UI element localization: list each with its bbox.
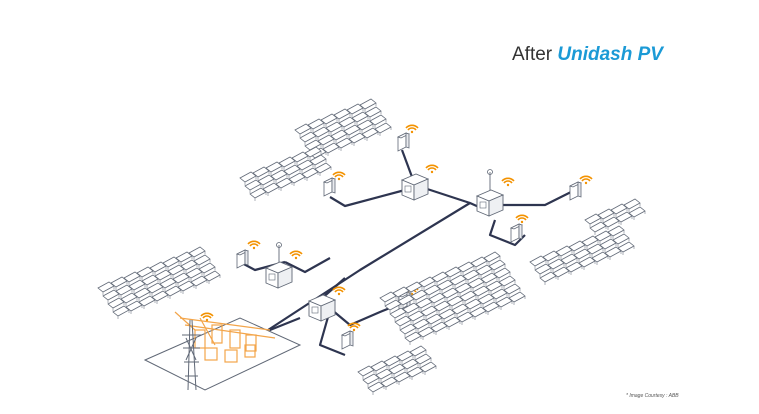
device-lower-left: [341, 322, 361, 350]
solar-array-right: [529, 225, 635, 286]
solar-panel: [314, 162, 332, 177]
inverter-cabinet-upper: [401, 164, 439, 201]
upper-cabinet-to-device: [329, 188, 406, 208]
wifi-icon: [289, 250, 303, 261]
image-courtesy-note: * Image Courtesy : ABB: [626, 393, 679, 399]
solar-panel: [374, 122, 392, 137]
device-left: [236, 240, 261, 269]
right-branch-line: [495, 189, 576, 207]
solar-panel: [617, 241, 635, 256]
brand-name: Unidash PV: [557, 44, 663, 65]
weather-station-icon: [487, 169, 493, 175]
device-top: [397, 124, 419, 152]
lower-left-branch: [318, 309, 346, 357]
wifi-icon: [347, 322, 361, 333]
solar-panel: [508, 291, 526, 306]
substation-link: [264, 316, 301, 334]
substation-wifi-icon: [200, 312, 214, 323]
wifi-icon: [515, 214, 529, 224]
solar-array-lower: [379, 251, 526, 346]
device-upper-left: [323, 171, 346, 197]
inverter-cabinet-right: [476, 169, 515, 217]
wifi-icon: [425, 164, 439, 174]
right-lower-branch: [488, 219, 526, 247]
title-prefix: After: [512, 44, 553, 65]
trunk-to-left-cabinet: [284, 257, 331, 274]
solar-array-bottom: [357, 345, 437, 396]
wifi-icon: [332, 286, 346, 297]
wifi-icon: [247, 240, 261, 250]
inverter-cabinet-left: [265, 242, 303, 289]
solar-panel: [628, 206, 646, 221]
diagram-title: After Unidash PV: [512, 44, 663, 66]
wifi-icon: [405, 124, 419, 134]
weather-station-icon: [276, 242, 282, 248]
device-right-top: [569, 175, 593, 201]
solar-panel: [203, 270, 221, 285]
wifi-icon: [501, 177, 515, 187]
solar-array-left: [97, 246, 221, 320]
device-right-mid: [510, 214, 529, 243]
solar-panel: [419, 361, 437, 376]
substation: [143, 311, 302, 391]
